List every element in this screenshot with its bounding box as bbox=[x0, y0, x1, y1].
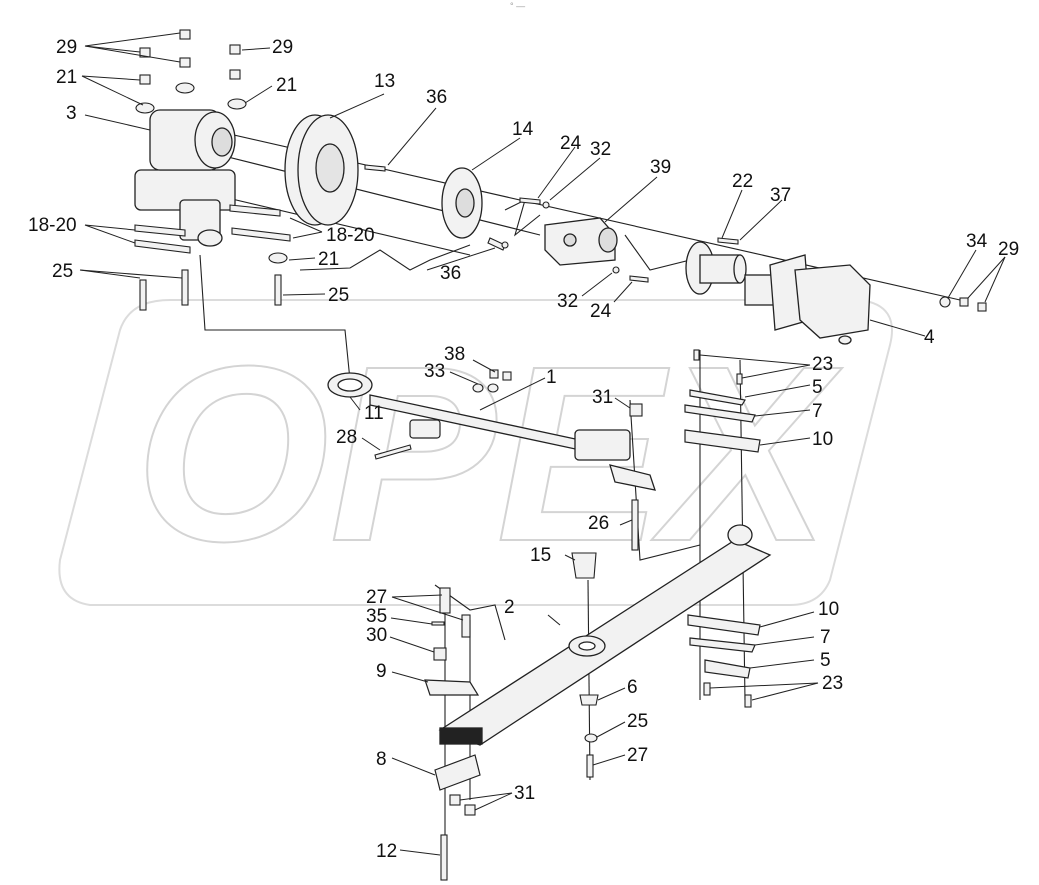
callout-25-b: 25 bbox=[328, 285, 350, 306]
callout-13: 13 bbox=[374, 71, 396, 92]
callout-15: 15 bbox=[530, 545, 552, 566]
callout-8: 8 bbox=[376, 749, 387, 770]
disc-part-14 bbox=[441, 167, 483, 239]
callout-22: 22 bbox=[732, 171, 754, 192]
callout-18-20-a: 18-20 bbox=[28, 215, 77, 236]
callout-18-20-b: 18-20 bbox=[326, 225, 375, 246]
callout-10-a: 10 bbox=[812, 429, 834, 450]
callout-6: 6 bbox=[627, 677, 638, 698]
callout-30: 30 bbox=[366, 625, 388, 646]
callout-21-c: 21 bbox=[318, 249, 340, 270]
watermark: OPEX bbox=[58, 299, 893, 606]
callout-21-b: 21 bbox=[276, 75, 298, 96]
callout-37: 37 bbox=[770, 185, 792, 206]
flange-part-22 bbox=[685, 241, 747, 295]
callout-27-b: 27 bbox=[627, 745, 649, 766]
callout-36-b: 36 bbox=[440, 263, 462, 284]
callout-34: 34 bbox=[966, 231, 988, 252]
callout-27-a: 27 bbox=[366, 587, 388, 608]
callout-29-c: 29 bbox=[998, 239, 1020, 260]
callout-35: 35 bbox=[366, 606, 388, 627]
gearbox-part-3 bbox=[134, 109, 236, 247]
callout-1: 1 bbox=[546, 367, 557, 388]
callout-7-b: 7 bbox=[820, 627, 831, 648]
callout-25-a: 25 bbox=[52, 261, 74, 282]
callout-32-a: 32 bbox=[590, 139, 612, 160]
callout-7-a: 7 bbox=[812, 401, 823, 422]
callout-5-a: 5 bbox=[812, 377, 823, 398]
callout-29-b: 29 bbox=[272, 37, 294, 58]
callout-25-c: 25 bbox=[627, 711, 649, 732]
callout-14: 14 bbox=[512, 119, 534, 140]
brackets-8-9 bbox=[424, 679, 481, 791]
callout-31-b: 31 bbox=[514, 783, 536, 804]
callout-39: 39 bbox=[650, 157, 672, 178]
top-mark: ° — bbox=[510, 1, 526, 11]
callout-11: 11 bbox=[364, 403, 384, 424]
callout-4: 4 bbox=[924, 327, 935, 348]
plates-lower bbox=[687, 614, 761, 679]
motor-part-4 bbox=[744, 254, 871, 345]
callout-38: 38 bbox=[444, 344, 466, 365]
leader-lines bbox=[79, 32, 1006, 856]
callout-31-a: 31 bbox=[592, 387, 614, 408]
callout-21-a: 21 bbox=[56, 67, 78, 88]
callout-12: 12 bbox=[376, 841, 398, 862]
callout-24-b: 24 bbox=[590, 301, 612, 322]
clamp-part bbox=[409, 419, 441, 439]
callout-23-b: 23 bbox=[822, 673, 844, 694]
callout-28: 28 bbox=[336, 427, 358, 448]
callout-36-a: 36 bbox=[426, 87, 448, 108]
callout-23-a: 23 bbox=[812, 354, 834, 375]
callout-5-b: 5 bbox=[820, 650, 831, 671]
callout-10-b: 10 bbox=[818, 599, 840, 620]
callout-26: 26 bbox=[588, 513, 610, 534]
plates-upper bbox=[684, 389, 761, 453]
callout-9: 9 bbox=[376, 661, 387, 682]
flywheel-part-13 bbox=[284, 114, 359, 226]
fasteners bbox=[134, 29, 987, 881]
arm-part-2 bbox=[438, 524, 772, 746]
callout-2: 2 bbox=[504, 597, 515, 618]
callout-24-a: 24 bbox=[560, 133, 582, 154]
callout-3: 3 bbox=[66, 103, 77, 124]
tie-rod-part-1 bbox=[327, 372, 656, 491]
coupling-part-39 bbox=[544, 217, 618, 266]
callout-32-b: 32 bbox=[557, 291, 579, 312]
callout-29-a: 29 bbox=[56, 37, 78, 58]
callout-33: 33 bbox=[424, 361, 446, 382]
